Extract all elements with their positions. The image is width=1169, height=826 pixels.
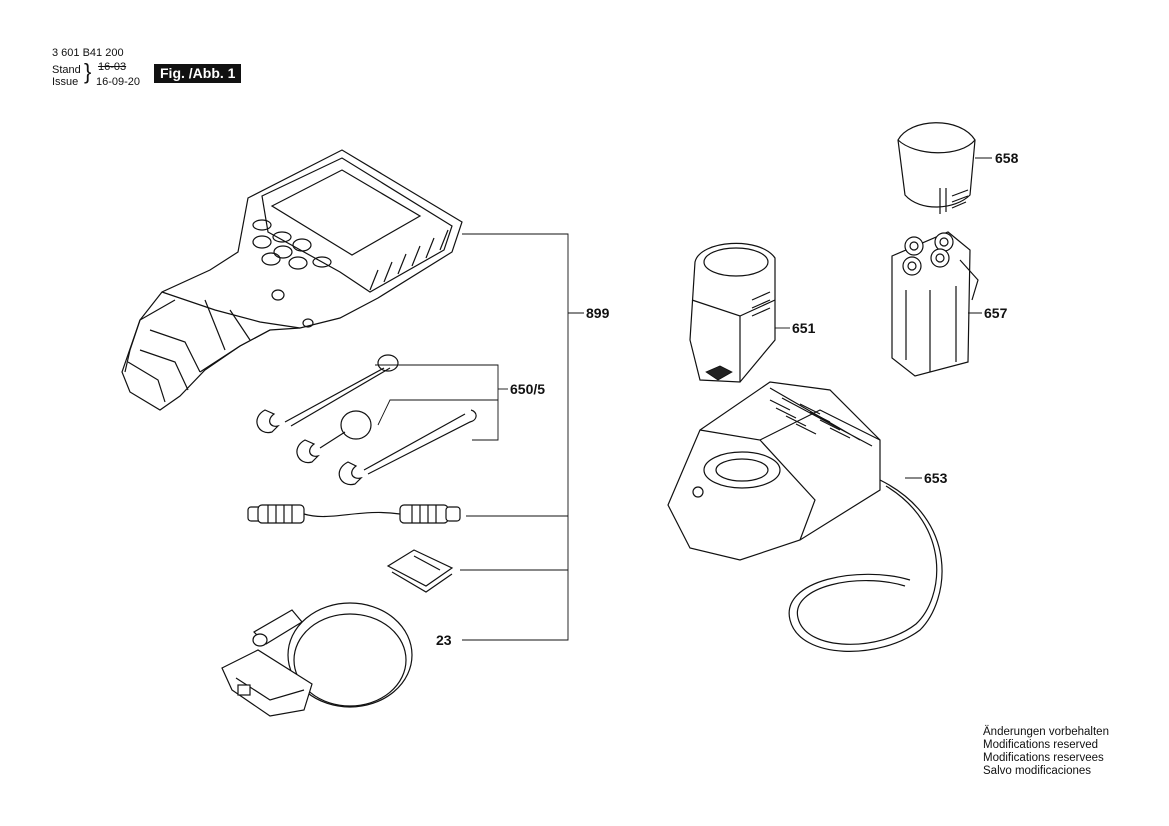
sd-card-illustration <box>386 549 454 593</box>
battery-pack-illustration <box>689 242 790 383</box>
callout-653: 653 <box>922 470 950 486</box>
brace-icon: } <box>84 59 92 84</box>
stand-label: Stand <box>52 64 81 76</box>
callout-leader-lines <box>375 233 585 641</box>
inspection-device-illustration <box>121 149 463 411</box>
note-french: Modifications reservees <box>983 752 1104 764</box>
battery-cap-illustration <box>897 122 992 214</box>
callout-658: 658 <box>993 150 1021 166</box>
reflector-clips-illustration <box>256 354 477 486</box>
part-number: 3 601 B41 200 <box>52 47 124 59</box>
callout-899: 899 <box>584 305 612 321</box>
issue-date: 16-09-20 <box>96 76 141 88</box>
note-english: Modifications reserved <box>983 739 1099 751</box>
figure-label: Fig. /Abb. 1 <box>154 64 242 83</box>
callout-23: 23 <box>434 632 454 648</box>
usb-cable-illustration <box>247 504 461 524</box>
charger-illustration <box>667 381 943 652</box>
callout-657: 657 <box>982 305 1010 321</box>
note-german: Änderungen vorbehalten <box>983 726 1109 738</box>
note-spanish: Salvo modificaciones <box>983 765 1092 777</box>
callout-650-5: 650/5 <box>508 381 548 397</box>
old-date: 16-03 <box>98 61 127 73</box>
callout-651: 651 <box>790 320 818 336</box>
modification-notes: Änderungen vorbehalten Modifications res… <box>983 726 1109 778</box>
issue-label: Issue <box>52 76 79 88</box>
probe-cable-illustration <box>221 602 413 717</box>
battery-cells-illustration <box>891 231 985 377</box>
